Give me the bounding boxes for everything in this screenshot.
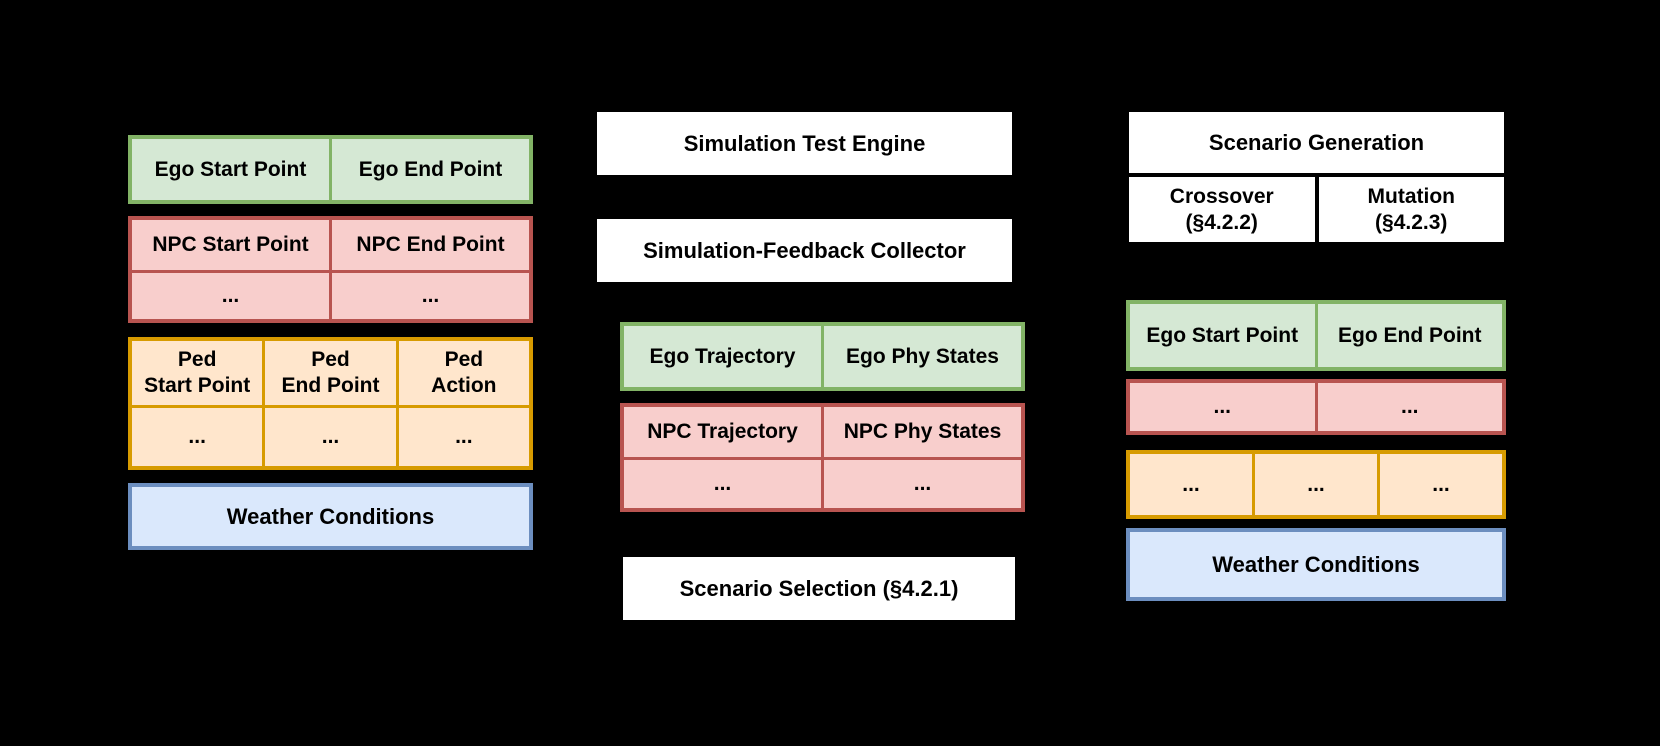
ego-start-point-cell: Ego Start Point: [132, 139, 329, 200]
ego-feedback-table: Ego Trajectory Ego Phy States: [620, 322, 1025, 391]
ped-ellipsis-cell: ...: [265, 408, 396, 466]
right-ped-ellipsis-row: ... ... ...: [1126, 450, 1506, 519]
right-weather-conditions-box: Weather Conditions: [1126, 528, 1506, 601]
left-ego-route-table: Ego Start Point Ego End Point: [128, 135, 533, 204]
ego-end-point-cell: Ego End Point: [1317, 304, 1502, 367]
simulation-feedback-collector-box: Simulation-Feedback Collector: [597, 219, 1012, 282]
ego-end-point-cell: Ego End Point: [332, 139, 529, 200]
ped-ellipsis-cell: ...: [1380, 454, 1502, 515]
right-ego-route-table: Ego Start Point Ego End Point: [1126, 300, 1506, 371]
ego-phy-states-cell: Ego Phy States: [824, 326, 1021, 387]
ped-action-header-cell: Ped Action: [398, 341, 529, 405]
npc-trajectory-cell: NPC Trajectory: [624, 407, 821, 457]
scenario-generation-table: Scenario Generation Crossover (§4.2.2) M…: [1129, 112, 1504, 242]
scenario-generation-title-cell: Scenario Generation: [1129, 112, 1504, 173]
npc-feedback-ellipsis-cell: ...: [824, 460, 1021, 508]
ped-ellipsis-cell: ...: [132, 408, 263, 466]
npc-phy-states-cell: NPC Phy States: [824, 407, 1021, 457]
ped-start-point-header-cell: Ped Start Point: [132, 341, 263, 405]
npc-end-point-cell: NPC End Point: [332, 220, 529, 270]
npc-ellipsis-cell: ...: [132, 273, 329, 319]
ped-ellipsis-cell: ...: [1130, 454, 1252, 515]
ego-start-point-cell: Ego Start Point: [1130, 304, 1315, 367]
npc-start-point-cell: NPC Start Point: [132, 220, 329, 270]
ped-end-point-header-cell: Ped End Point: [265, 341, 396, 405]
npc-ellipsis-cell: ...: [1130, 383, 1315, 431]
ego-trajectory-cell: Ego Trajectory: [624, 326, 821, 387]
left-ped-table: Ped Start Point Ped End Point Ped Action…: [128, 337, 533, 470]
right-npc-ellipsis-row: ... ...: [1126, 379, 1506, 435]
npc-ellipsis-cell: ...: [1317, 383, 1502, 431]
left-weather-conditions-box: Weather Conditions: [128, 483, 533, 550]
simulation-test-engine-box: Simulation Test Engine: [597, 112, 1012, 175]
ped-ellipsis-cell: ...: [398, 408, 529, 466]
ped-ellipsis-cell: ...: [1255, 454, 1377, 515]
crossover-cell: Crossover (§4.2.2): [1129, 177, 1315, 242]
npc-ellipsis-cell: ...: [332, 273, 529, 319]
left-npc-route-table: NPC Start Point NPC End Point ... ...: [128, 216, 533, 323]
mutation-cell: Mutation (§4.2.3): [1318, 177, 1504, 242]
npc-feedback-ellipsis-cell: ...: [624, 460, 821, 508]
npc-feedback-table: NPC Trajectory NPC Phy States ... ...: [620, 403, 1025, 512]
scenario-selection-box: Scenario Selection (§4.2.1): [623, 557, 1015, 620]
